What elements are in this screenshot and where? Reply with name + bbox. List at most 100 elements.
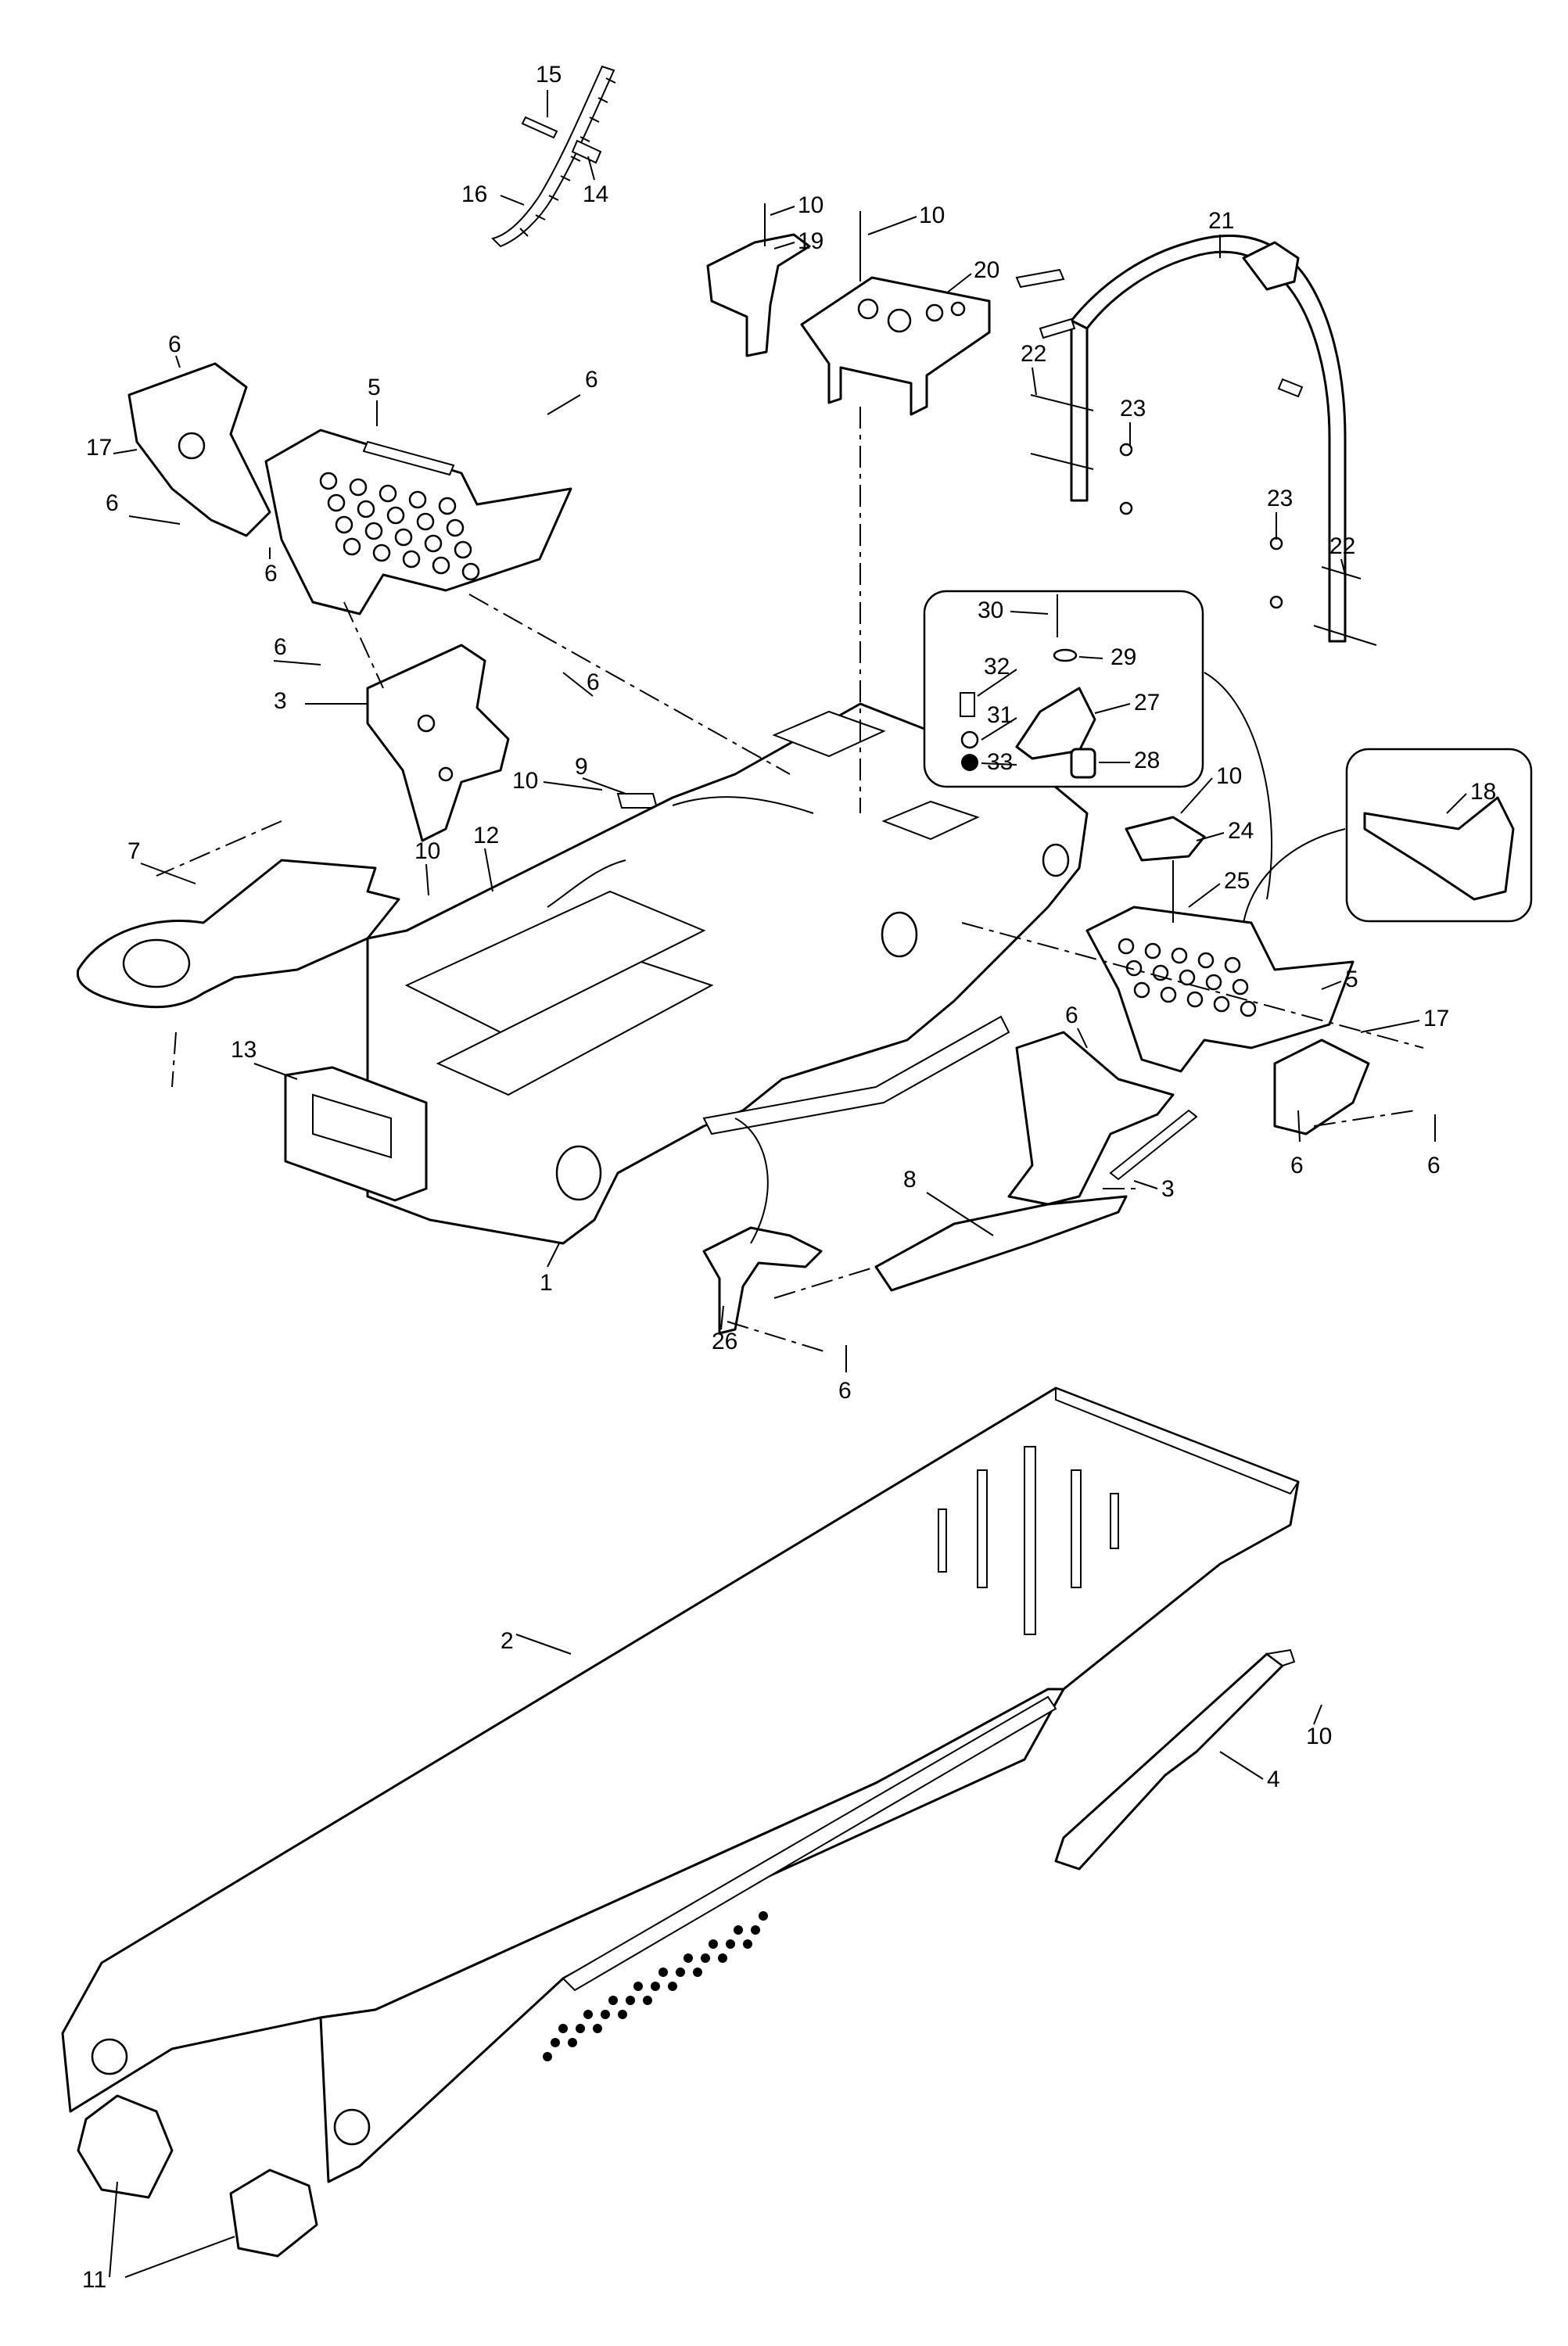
perforation bbox=[718, 1953, 727, 1963]
callout-33: 33 bbox=[987, 749, 1013, 775]
part-21-tab-b bbox=[1039, 317, 1076, 339]
part-29-washer bbox=[1053, 648, 1078, 662]
callout-25: 25 bbox=[1224, 868, 1250, 894]
assembly-line-e bbox=[961, 922, 1424, 1049]
footrest-hole bbox=[1133, 981, 1150, 999]
callout-leader-line bbox=[253, 1063, 298, 1080]
callout-29: 29 bbox=[1111, 644, 1136, 670]
assembly-line-f bbox=[773, 1266, 877, 1299]
callout-leader-line bbox=[587, 156, 595, 181]
perforation bbox=[734, 1925, 743, 1935]
part-20-plate bbox=[800, 276, 991, 416]
footrest-hole bbox=[1213, 995, 1230, 1013]
part-17-hole-left bbox=[178, 432, 206, 460]
perforation bbox=[668, 1982, 677, 1991]
callout-6-e: 6 bbox=[274, 634, 287, 660]
part-31-nut bbox=[960, 730, 979, 749]
callout-leader-line bbox=[128, 515, 181, 525]
part-24-bracket bbox=[1125, 816, 1206, 862]
part-32-bolt bbox=[960, 692, 975, 717]
callout-16: 16 bbox=[461, 181, 487, 207]
callout-leader-line bbox=[1078, 656, 1103, 659]
footrest-hole bbox=[319, 472, 338, 490]
perforation bbox=[701, 1953, 710, 1963]
callout-leader-line bbox=[562, 672, 594, 697]
footrest-hole bbox=[1186, 991, 1204, 1008]
callout-leader-line bbox=[981, 717, 1017, 741]
part-28-spacer bbox=[1070, 748, 1096, 779]
perforation bbox=[709, 1939, 718, 1949]
callout-leader-line bbox=[1340, 558, 1346, 576]
part-19-bracket bbox=[706, 233, 811, 357]
callout-3-b: 3 bbox=[1161, 1176, 1175, 1202]
part-2-slot-5 bbox=[1110, 1493, 1119, 1549]
callout-6-a: 6 bbox=[168, 332, 181, 357]
part-11-plate-b bbox=[229, 2168, 318, 2258]
callout-28: 28 bbox=[1134, 748, 1160, 773]
part-20-hole-3 bbox=[925, 303, 944, 322]
perforation bbox=[726, 1939, 735, 1949]
callout-6-f: 6 bbox=[587, 669, 600, 695]
callout-10-e: 10 bbox=[414, 838, 440, 864]
perforation bbox=[601, 2010, 610, 2019]
footrest-hole bbox=[454, 540, 472, 559]
part-1-frame-top-window-b bbox=[881, 800, 980, 841]
callout-leader-line bbox=[547, 394, 581, 415]
part-21-tab-c bbox=[1277, 378, 1304, 398]
callout-3-a: 3 bbox=[274, 688, 287, 714]
callout-22-b: 22 bbox=[1329, 533, 1355, 559]
part-15-screw bbox=[521, 116, 558, 139]
callout-leader-line bbox=[1196, 832, 1225, 841]
footrest-hole bbox=[1197, 952, 1215, 969]
callout-leader-line bbox=[543, 781, 603, 791]
assembly-line-c bbox=[343, 601, 384, 689]
perforation bbox=[651, 1982, 660, 1991]
part-4-panel-top bbox=[1265, 1648, 1296, 1667]
footrest-hole bbox=[402, 550, 421, 569]
leader-26-to-frame bbox=[734, 1117, 769, 1244]
callout-21: 21 bbox=[1208, 208, 1234, 234]
callout-leader-line bbox=[945, 273, 972, 294]
callout-leader-line bbox=[1321, 981, 1342, 990]
footrest-hole bbox=[1179, 969, 1196, 986]
perforation bbox=[743, 1939, 752, 1949]
part-2-hole-a bbox=[91, 2038, 128, 2075]
part-18-bracket bbox=[1363, 796, 1515, 901]
perforation bbox=[633, 1982, 643, 1991]
leader-inset18-to-frame bbox=[1243, 828, 1346, 924]
perforation bbox=[643, 1996, 652, 2005]
footrest-hole bbox=[1240, 1000, 1257, 1017]
footrest-hole bbox=[1232, 978, 1249, 995]
perforation bbox=[543, 2052, 552, 2061]
perforation bbox=[693, 1968, 702, 1977]
callout-leader-line bbox=[981, 762, 1017, 766]
part-2-rail-top bbox=[1055, 1386, 1300, 1495]
perforation bbox=[551, 2038, 560, 2047]
callout-leader-line bbox=[273, 660, 321, 665]
leader-9-to-frame bbox=[672, 796, 814, 814]
part-1-frame-port-a bbox=[881, 911, 918, 958]
callout-13: 13 bbox=[231, 1037, 257, 1063]
callout-leader-line bbox=[1133, 1180, 1158, 1189]
callout-leader-line bbox=[1077, 1028, 1088, 1049]
part-3-rod-right bbox=[1109, 1109, 1198, 1181]
part-2-slot-3 bbox=[1024, 1446, 1036, 1635]
footrest-hole bbox=[327, 493, 346, 512]
part-20-hole-4 bbox=[950, 301, 966, 317]
perforation bbox=[558, 2024, 568, 2033]
perforation bbox=[751, 1925, 760, 1935]
callout-11: 11 bbox=[82, 2267, 106, 2293]
assembly-line-d bbox=[156, 820, 282, 877]
perforation bbox=[658, 1968, 668, 1977]
callout-4: 4 bbox=[1267, 1767, 1280, 1792]
part-3-bracket-right bbox=[1007, 1031, 1175, 1206]
callout-5-a: 5 bbox=[368, 375, 381, 400]
part-1-frame-inner bbox=[404, 890, 714, 1096]
footrest-hole bbox=[349, 478, 368, 497]
part-2-rail-bottom bbox=[562, 1695, 1057, 1992]
callout-leader-line bbox=[926, 1192, 994, 1236]
callout-27: 27 bbox=[1134, 690, 1160, 716]
part-4-panel bbox=[1054, 1652, 1284, 1871]
callout-5-b: 5 bbox=[1345, 967, 1358, 992]
footrest-hole bbox=[461, 562, 480, 581]
